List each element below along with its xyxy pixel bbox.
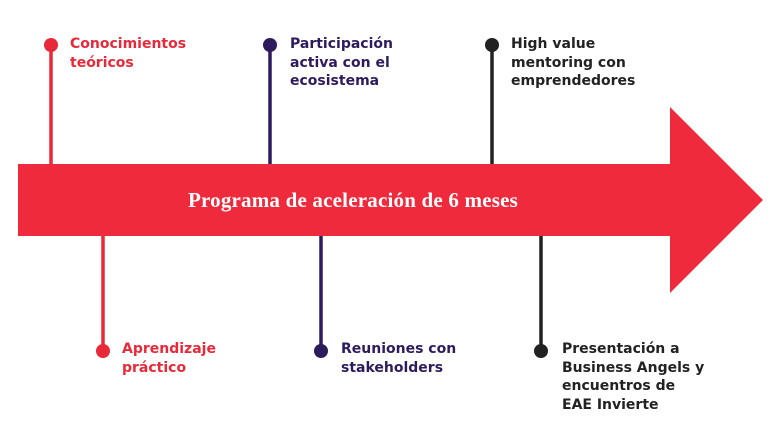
milestone-label-mentoring: High value mentoring con emprendedores: [511, 36, 636, 89]
arrow-title: Programa de aceleración de 6 meses: [187, 187, 519, 212]
milestone-label-reuniones: Reuniones con stakeholders: [341, 341, 457, 376]
milestone-dot-mentoring: [485, 38, 499, 52]
milestone-label-participacion: Participación activa con el ecosistema: [290, 36, 393, 89]
milestone-label-presentacion: Presentación a Business Angels y encuent…: [562, 341, 705, 413]
milestone-dot-aprendizaje: [96, 344, 110, 358]
milestone-dot-participacion: [263, 38, 277, 52]
milestone-dot-conocimientos: [44, 38, 58, 52]
milestone-dot-presentacion: [534, 344, 548, 358]
milestone-dot-reuniones: [314, 344, 328, 358]
milestone-label-aprendizaje: Aprendizaje práctico: [122, 341, 216, 376]
milestone-label-conocimientos: Conocimientos teóricos: [70, 36, 187, 71]
timeline-arrow: [18, 107, 763, 293]
